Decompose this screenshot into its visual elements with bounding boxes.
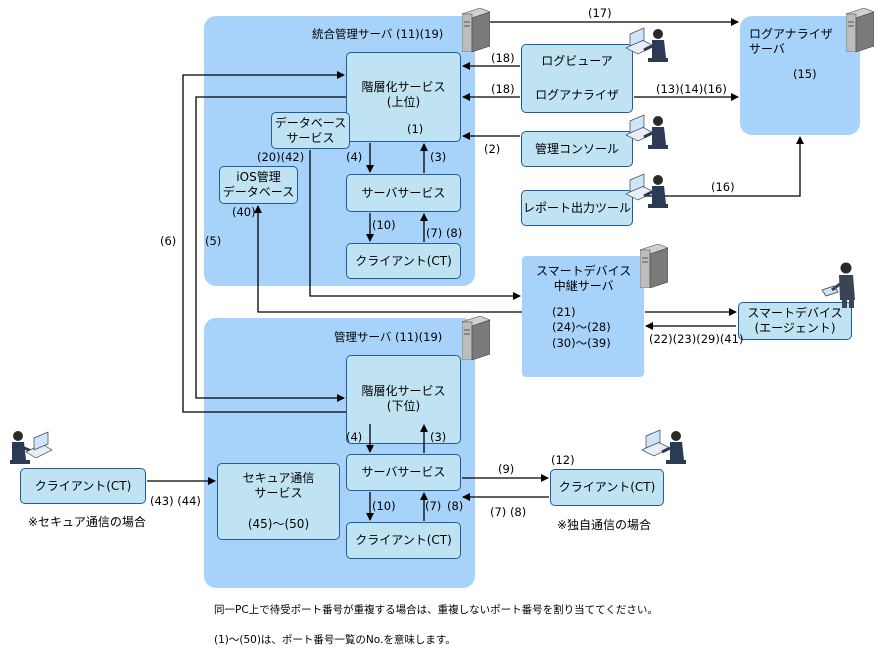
report-tool-label: レポート出力ツール — [522, 200, 631, 215]
port-40: (40) — [232, 205, 256, 219]
hier-upper-label: 階層化サービス (上位) — [361, 80, 446, 109]
port-12: (12) — [551, 453, 575, 467]
note-port-range: (1)〜(50)は、ポート番号一覧のNo.を意味します。 — [214, 634, 456, 646]
custom-case-caption: ※独自通信の場合 — [557, 518, 652, 532]
server-icon — [462, 8, 490, 52]
server-service-upper-label: サーバサービス — [361, 185, 446, 200]
person-at-pc-icon — [625, 173, 668, 208]
database-service-label: データベース サービス — [274, 115, 347, 145]
port-13-14-16: (13)(14)(16) — [656, 82, 727, 96]
log-analyzer-tool-label: ログアナライザ — [535, 87, 619, 102]
port-18-b: (18) — [491, 82, 515, 96]
smart-relay-region — [522, 256, 644, 377]
port-43-44: (43) (44) — [150, 494, 201, 508]
person-at-pc-icon — [641, 429, 686, 464]
smart-relay-port-3: (30)〜(39) — [552, 336, 611, 350]
port-2: (2) — [484, 142, 501, 156]
hierarchical-service-upper: 階層化サービス (上位) — [346, 52, 461, 142]
port-7-8-right: (7) (8) — [490, 505, 527, 519]
client-ct-lower: クライアント(CT) — [346, 522, 461, 559]
mgmt-console-label: 管理コンソール — [534, 141, 619, 156]
note-port-duplicate: 同一PC上で待受ポート番号が重複する場合は、重複しないポート番号を割り当ててくだ… — [214, 604, 658, 616]
port-20-42: (20)(42) — [257, 150, 305, 164]
management-server-title: 管理サーバ (11)(19) — [334, 330, 443, 344]
hier-upper-port: (1) — [407, 122, 424, 136]
port-10-upper: (10) — [372, 218, 396, 232]
smart-relay-label: スマートデバイス 中継サーバ — [536, 264, 632, 293]
hier-lower-label: 階層化サービス (下位) — [361, 384, 446, 413]
port-4-upper: (4) — [346, 150, 363, 164]
port-17: (17) — [588, 6, 612, 20]
log-analyzer-server-port: (15) — [793, 67, 817, 81]
hierarchical-service-lower: 階層化サービス (下位) — [346, 355, 461, 444]
log-tools-box: ログビューア ログアナライザ — [521, 44, 633, 113]
ios-database-box: iOS管理 データベース — [219, 166, 298, 204]
smart-device-label: スマートデバイス (エージェント) — [747, 306, 843, 335]
client-ct-left: クライアント(CT) — [20, 468, 146, 504]
secure-service-label: セキュア通信 サービス — [242, 471, 315, 500]
secure-comm-service-box: セキュア通信 サービス (45)〜(50) — [217, 463, 340, 540]
person-at-pc-icon — [625, 27, 668, 62]
client-ct-left-label: クライアント(CT) — [34, 478, 132, 493]
server-icon — [846, 8, 874, 52]
ios-db-label: iOS管理 データベース — [222, 170, 295, 199]
port-10-lower: (10) — [372, 499, 396, 513]
log-viewer-label: ログビューア — [541, 54, 613, 69]
integrated-server-title: 統合管理サーバ (11)(19) — [312, 27, 444, 41]
client-ct-upper-label: クライアント(CT) — [355, 253, 452, 268]
smart-relay-port-1: (21) — [552, 305, 576, 319]
person-at-pc-icon — [10, 431, 53, 464]
port-7-8-upper: (7) (8) — [426, 226, 463, 240]
port-9: (9) — [498, 462, 515, 476]
port-5: (5) — [205, 234, 222, 248]
server-service-upper: サーバサービス — [346, 174, 461, 212]
secure-case-caption: ※セキュア通信の場合 — [28, 515, 146, 529]
server-service-lower-label: サーバサービス — [361, 465, 446, 479]
port-4-lower: (4) — [346, 430, 363, 444]
port-6: (6) — [160, 234, 177, 248]
server-service-lower: サーバサービス — [346, 454, 461, 491]
secure-service-port: (45)〜(50) — [247, 517, 310, 531]
log-analyzer-server-region — [740, 16, 860, 135]
smart-device-box: スマートデバイス (エージェント) — [738, 302, 852, 340]
management-console-box: 管理コンソール — [521, 131, 633, 167]
report-tool-box: レポート出力ツール — [521, 190, 633, 226]
server-icon — [640, 244, 668, 288]
port-18-a: (18) — [491, 51, 515, 65]
port-3-lower: (3) — [430, 430, 447, 444]
smart-relay-port-2: (24)〜(28) — [552, 320, 611, 334]
client-ct-right-label: クライアント(CT) — [558, 480, 656, 494]
client-ct-right: クライアント(CT) — [550, 469, 664, 506]
port-16: (16) — [711, 180, 735, 194]
server-icon — [462, 316, 490, 360]
database-service-box: データベース サービス — [271, 112, 350, 149]
port-22-23-29-41: (22)(23)(29)(41) — [649, 332, 744, 346]
client-ct-upper: クライアント(CT) — [346, 243, 461, 279]
person-with-tablet-icon — [821, 262, 855, 308]
person-at-pc-icon — [625, 114, 668, 149]
log-analyzer-server-label: ログアナライザ サーバ — [749, 27, 833, 56]
port-7-lower: (7) — [425, 499, 442, 513]
client-ct-lower-label: クライアント(CT) — [355, 533, 452, 547]
port-3-upper: (3) — [430, 150, 447, 164]
port-8-lower: (8) — [447, 499, 464, 513]
